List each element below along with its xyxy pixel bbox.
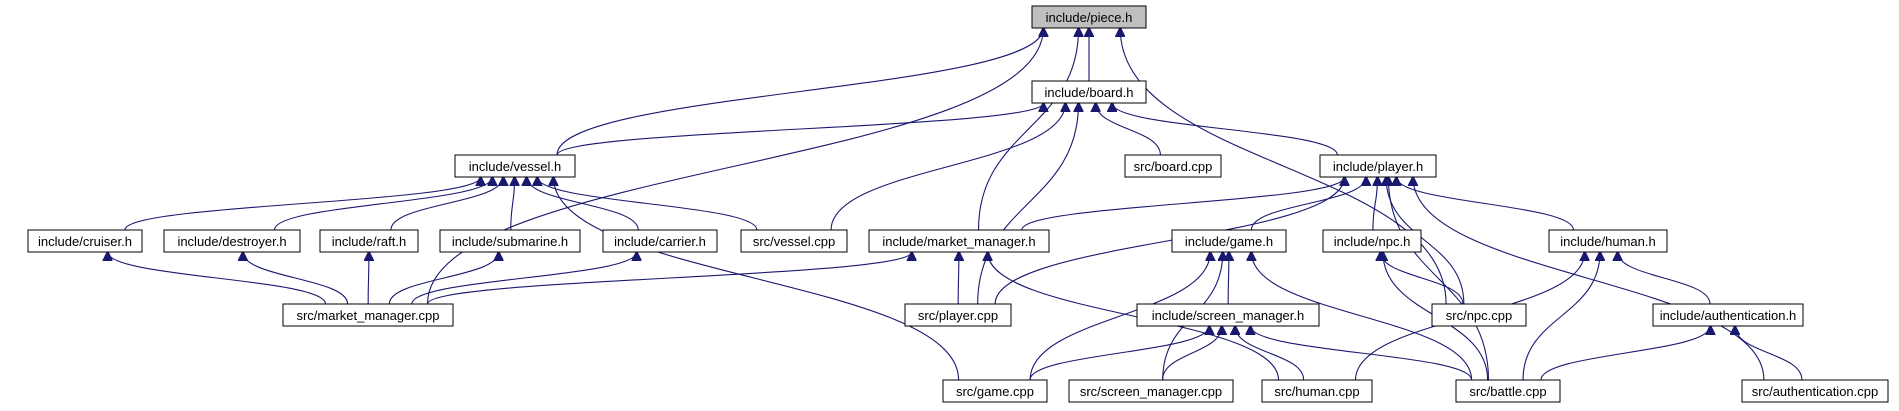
node-board-cpp[interactable]: src/board.cpp [1124,154,1222,178]
edge-vessel-cpp-to-board-h [830,103,1065,231]
node-market-manager-cpp[interactable]: src/market_manager.cpp [282,303,454,327]
edge-layer [108,28,1803,381]
edge-market-manager-cpp-to-carrier-h [411,252,637,305]
edge-market-manager-h-to-player-h [1021,177,1345,231]
node-label-screen-manager-cpp: src/screen_manager.cpp [1080,384,1222,399]
edge-game-cpp-to-game-h [1029,252,1210,381]
edge-vessel-h-to-board-h [556,103,1043,156]
node-label-human-cpp: src/human.cpp [1274,384,1359,399]
edge-game-cpp-to-screen-manager-h [1029,326,1209,381]
edge-authentication-cpp-to-authentication-h [1735,326,1803,381]
node-human-h[interactable]: include/human.h [1548,229,1668,253]
node-battle-cpp[interactable]: src/battle.cpp [1455,379,1561,403]
edge-npc-cpp-to-npc-h [1381,252,1464,305]
node-layer: include/piece.h include/board.h include/… [27,5,1889,403]
edge-battle-cpp-to-player-h [1388,177,1490,381]
node-market-manager-h[interactable]: include/market_manager.h [868,229,1050,253]
edge-market-manager-cpp-to-destroyer-h [243,252,349,305]
node-human-cpp[interactable]: src/human.cpp [1261,379,1373,403]
node-raft-h[interactable]: include/raft.h [319,229,419,253]
node-player-h[interactable]: include/player.h [1319,154,1437,178]
edge-player-cpp-to-board-h [977,103,1079,305]
node-carrier-h[interactable]: include/carrier.h [602,229,718,253]
node-cruiser-h[interactable]: include/cruiser.h [27,229,143,253]
node-label-game-cpp: src/game.cpp [956,384,1034,399]
edge-battle-cpp-to-screen-manager-h [1250,326,1473,381]
node-authentication-h[interactable]: include/authentication.h [1652,303,1804,327]
node-board-h[interactable]: include/board.h [1031,80,1147,104]
edge-battle-cpp-to-game-h [1251,252,1473,381]
node-label-market-manager-cpp: src/market_manager.cpp [296,308,439,323]
node-authentication-cpp[interactable]: src/authentication.cpp [1741,379,1889,403]
edge-npc-h-to-player-h [1372,177,1378,231]
node-player-cpp[interactable]: src/player.cpp [904,303,1012,327]
node-label-authentication-cpp: src/authentication.cpp [1752,384,1878,399]
edge-market-manager-h-to-piece-h [977,28,1079,231]
edge-authentication-h-to-human-h [1618,252,1711,305]
edge-npc-cpp-to-piece-h [1120,28,1447,305]
edge-human-cpp-to-market-manager-h [988,252,1280,381]
node-label-destroyer-h: include/destroyer.h [177,234,286,249]
edge-market-manager-cpp-to-market-manager-h [426,252,912,305]
edge-carrier-h-to-vessel-h [527,177,639,231]
node-vessel-cpp[interactable]: src/vessel.cpp [740,229,848,253]
edge-market-manager-cpp-to-cruiser-h [108,252,327,305]
node-label-raft-h: include/raft.h [332,234,406,249]
node-label-npc-h: include/npc.h [1334,234,1411,249]
edge-player-h-to-board-h [1112,103,1338,156]
edge-raft-h-to-vessel-h [390,177,503,231]
node-vessel-h[interactable]: include/vessel.h [454,154,576,178]
edge-screen-manager-h-to-game-h [1228,252,1229,305]
edge-vessel-h-to-piece-h [556,28,1043,156]
node-npc-cpp[interactable]: src/npc.cpp [1431,303,1527,327]
node-label-screen-manager-h: include/screen_manager.h [1152,308,1305,323]
edge-player-cpp-to-market-manager-h [958,252,959,305]
edge-game-cpp-to-vessel-h [553,177,960,381]
node-label-player-h: include/player.h [1333,159,1423,174]
node-game-cpp[interactable]: src/game.cpp [942,379,1048,403]
edge-market-manager-cpp-to-submarine-h [388,252,498,305]
node-label-authentication-h: include/authentication.h [1660,308,1797,323]
node-label-market-manager-h: include/market_manager.h [882,234,1035,249]
node-screen-manager-cpp[interactable]: src/screen_manager.cpp [1068,379,1234,403]
edge-battle-cpp-to-authentication-h [1540,326,1710,381]
node-submarine-h[interactable]: include/submarine.h [439,229,581,253]
edge-human-cpp-to-screen-manager-h [1235,326,1305,381]
node-label-carrier-h: include/carrier.h [614,234,706,249]
node-screen-manager-h[interactable]: include/screen_manager.h [1136,303,1320,327]
node-piece-h[interactable]: include/piece.h [1031,5,1147,29]
edge-battle-cpp-to-human-h [1522,252,1600,381]
edge-authentication-cpp-to-player-h [1413,177,1765,381]
edge-board-cpp-to-board-h [1096,103,1161,156]
node-label-piece-h: include/piece.h [1046,10,1133,25]
edge-destroyer-h-to-vessel-h [273,177,492,231]
node-label-vessel-cpp: src/vessel.cpp [753,234,835,249]
node-label-player-cpp: src/player.cpp [918,308,998,323]
node-label-vessel-h: include/vessel.h [469,159,562,174]
node-npc-h[interactable]: include/npc.h [1322,229,1422,253]
node-game-h[interactable]: include/game.h [1171,229,1287,253]
node-label-human-h: include/human.h [1560,234,1655,249]
edge-game-h-to-player-h [1250,177,1366,231]
node-label-submarine-h: include/submarine.h [452,234,568,249]
node-label-game-h: include/game.h [1185,234,1273,249]
node-label-battle-cpp: src/battle.cpp [1469,384,1546,399]
node-label-npc-cpp: src/npc.cpp [1446,308,1512,323]
edge-human-h-to-player-h [1396,177,1575,231]
edge-vessel-cpp-to-vessel-h [537,177,758,231]
edge-submarine-h-to-vessel-h [511,177,515,231]
edge-market-manager-cpp-to-raft-h [368,252,369,305]
edge-screen-manager-cpp-to-screen-manager-h [1162,326,1222,381]
edge-cruiser-h-to-vessel-h [124,177,481,231]
node-label-board-cpp: src/board.cpp [1134,159,1213,174]
node-destroyer-h[interactable]: include/destroyer.h [163,229,301,253]
node-label-board-h: include/board.h [1045,85,1134,100]
node-label-cruiser-h: include/cruiser.h [38,234,132,249]
